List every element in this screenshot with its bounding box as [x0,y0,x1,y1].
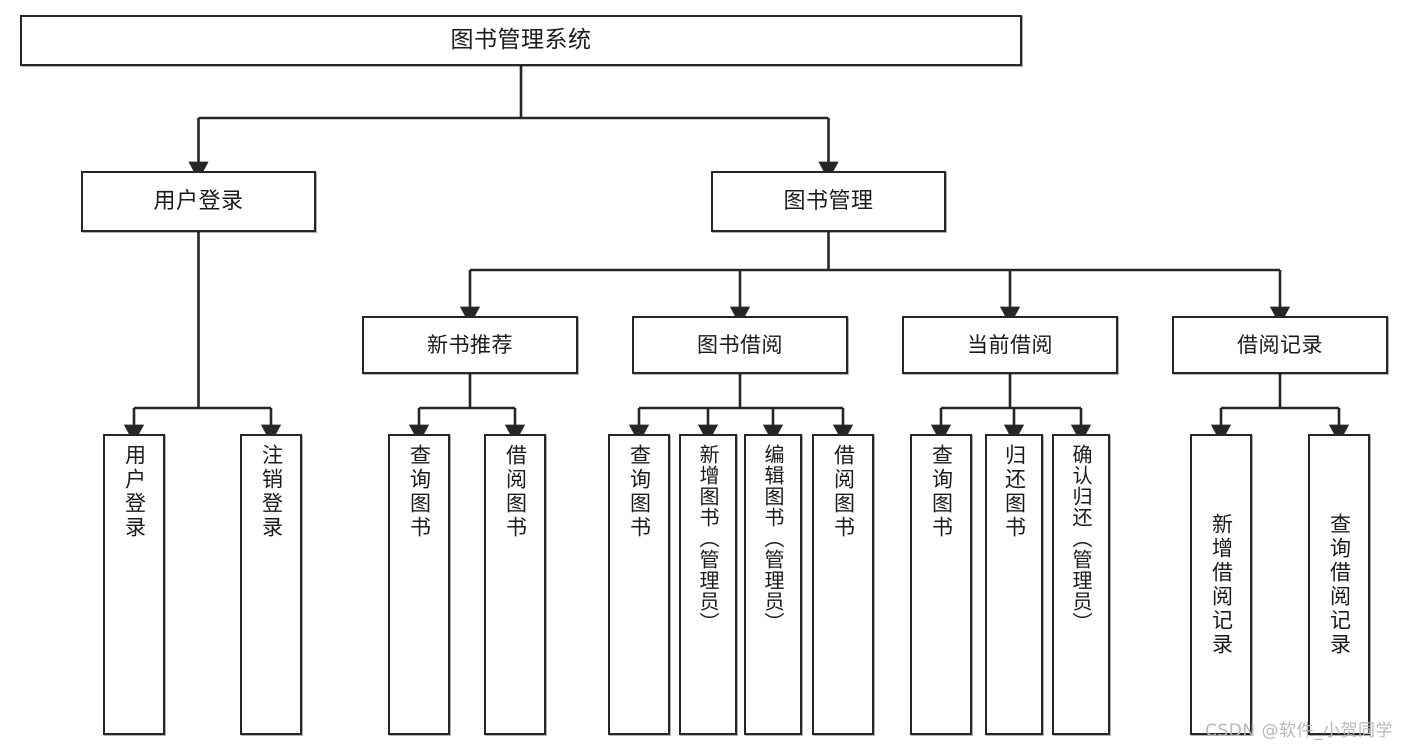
node-leaf-query-book-2-label: 查询图书 [627,444,652,540]
node-user-login[interactable]: 用户登录 [81,171,316,232]
node-leaf-user-logout[interactable]: 注销登录 [240,434,302,735]
node-book-manage[interactable]: 图书管理 [711,171,946,232]
node-borrow-record[interactable]: 借阅记录 [1172,316,1388,374]
node-leaf-add-book-label: 新增图书（管理员） [696,444,720,633]
node-leaf-user-login[interactable]: 用户登录 [103,434,165,735]
node-leaf-borrow-book-1-label: 借阅图书 [503,444,528,540]
node-leaf-query-book-1-label: 查询图书 [407,444,432,540]
node-leaf-query-book-2[interactable]: 查询图书 [608,434,670,735]
node-new-book-recommend-label: 新书推荐 [427,332,513,357]
node-leaf-query-record[interactable]: 查询借阅记录 [1308,434,1370,735]
node-user-login-label: 用户登录 [153,188,244,214]
node-book-borrow[interactable]: 图书借阅 [632,316,848,374]
node-leaf-query-book-3[interactable]: 查询图书 [910,434,972,735]
node-book-borrow-label: 图书借阅 [697,332,783,357]
node-leaf-return-book[interactable]: 归还图书 [985,434,1043,735]
node-leaf-confirm-return[interactable]: 确认归还（管理员） [1052,434,1110,735]
node-leaf-borrow-book-2[interactable]: 借阅图书 [812,434,874,735]
node-leaf-edit-book[interactable]: 编辑图书（管理员） [744,434,802,735]
node-borrow-record-label: 借阅记录 [1237,332,1323,357]
node-leaf-user-login-label: 用户登录 [122,444,147,540]
node-leaf-add-record[interactable]: 新增借阅记录 [1190,434,1252,735]
node-leaf-user-logout-label: 注销登录 [259,444,284,540]
node-root-label: 图书管理系统 [450,26,592,53]
node-leaf-query-record-label: 查询借阅记录 [1327,512,1352,657]
node-leaf-add-record-label: 新增借阅记录 [1209,512,1234,657]
node-leaf-confirm-return-label: 确认归还（管理员） [1069,444,1093,633]
node-leaf-return-book-label: 归还图书 [1002,444,1027,540]
node-leaf-query-book-3-label: 查询图书 [929,444,954,540]
node-book-manage-label: 图书管理 [783,188,874,214]
node-leaf-edit-book-label: 编辑图书（管理员） [761,444,785,633]
watermark-text: CSDN @软件_小贺同学 [1205,721,1393,741]
node-leaf-add-book[interactable]: 新增图书（管理员） [679,434,737,735]
node-new-book-recommend[interactable]: 新书推荐 [362,316,578,374]
node-root[interactable]: 图书管理系统 [20,15,1022,66]
node-leaf-borrow-book-2-label: 借阅图书 [831,444,856,540]
node-current-borrow[interactable]: 当前借阅 [902,316,1118,374]
node-current-borrow-label: 当前借阅 [967,332,1053,357]
node-leaf-borrow-book-1[interactable]: 借阅图书 [484,434,546,735]
node-leaf-query-book-1[interactable]: 查询图书 [388,434,450,735]
